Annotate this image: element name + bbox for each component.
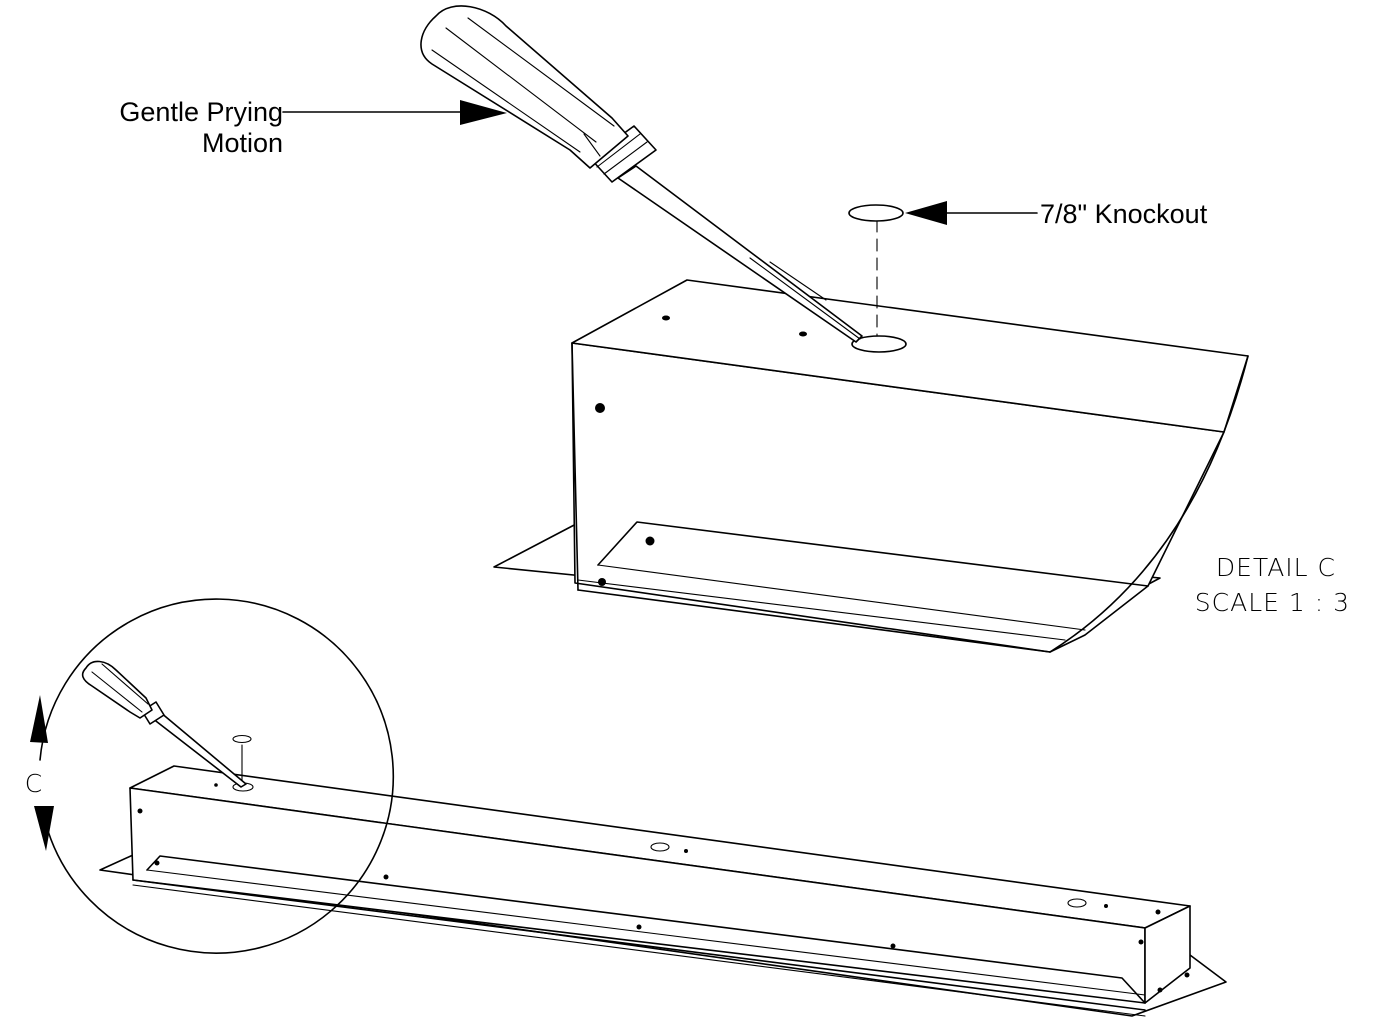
mounting-hole xyxy=(595,403,605,413)
detail-title: DETAIL C xyxy=(1216,553,1336,582)
knockout-hole xyxy=(851,335,907,353)
knockout-label: 7/8" Knockout xyxy=(1040,199,1208,229)
prying-callout xyxy=(282,100,507,125)
mounting-hole xyxy=(598,578,606,586)
prying-label-line2: Motion xyxy=(202,128,283,158)
detail-scale: SCALE 1 : 3 xyxy=(1195,588,1350,617)
full-housing xyxy=(99,734,1227,1017)
screwdriver-icon xyxy=(81,660,247,788)
screwdriver-icon xyxy=(420,5,863,343)
detail-circle xyxy=(30,598,395,954)
detail-housing xyxy=(493,204,1249,653)
detail-letter: C xyxy=(25,769,43,798)
prying-label-line1: Gentle Prying xyxy=(119,97,283,127)
knockout-disc-icon xyxy=(848,204,904,222)
mounting-hole xyxy=(645,536,655,546)
knockout-callout xyxy=(905,201,1038,225)
